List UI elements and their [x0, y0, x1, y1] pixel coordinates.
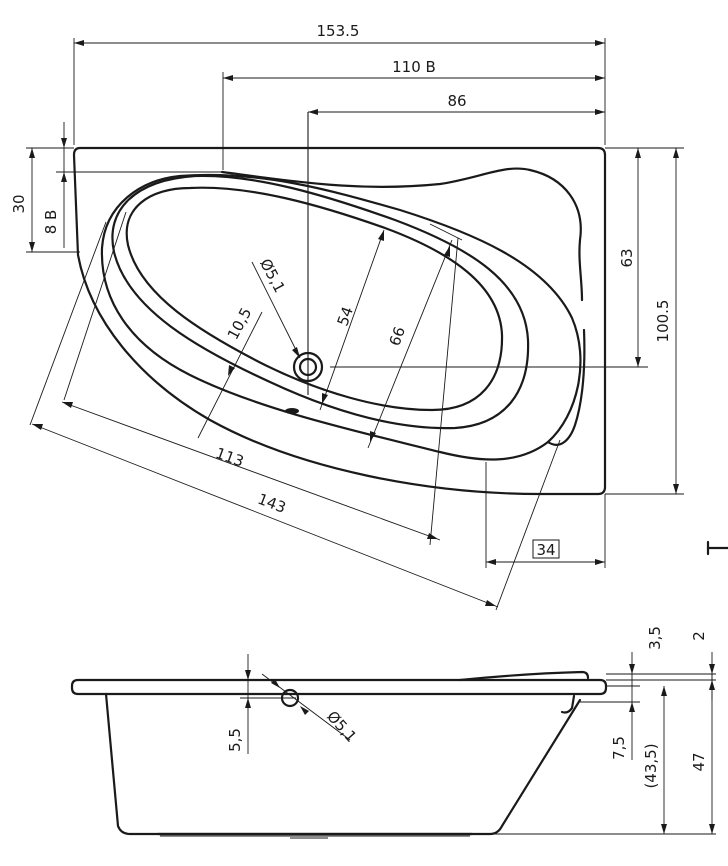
dim-drain-to-front: 63 [618, 248, 636, 267]
side-dim-inner-depth: (43,5) [642, 743, 660, 788]
side-dim-step: 7,5 [610, 736, 628, 760]
dim-inner-width: 54 [334, 304, 357, 328]
dim-drain-diameter: Ø5,1 [256, 256, 289, 296]
side-dim-drain-diameter: Ø5,1 [323, 707, 360, 746]
dim-drain-offset: 86 [447, 92, 466, 110]
side-view: Ø5,1 5,5 3,5 2 7,5 (43,5) 47 [70, 626, 716, 839]
tub-backrest-line [220, 167, 584, 302]
side-dim-drain-height: 5,5 [226, 728, 244, 752]
tub-inner-step [111, 174, 530, 430]
dim-edge-b: 8 B [42, 210, 60, 235]
dim-apron: 34 [536, 541, 555, 559]
dim-length-b: 110 B [392, 58, 436, 76]
tub-outer-basin-line [100, 173, 582, 461]
dim-outer-length: 143 [255, 490, 288, 517]
side-dim-rim-a: 3,5 [646, 626, 664, 650]
side-backrest [458, 670, 590, 682]
dim-inner-length: 113 [213, 444, 246, 471]
dim-overall-length: 153.5 [317, 22, 360, 40]
dim-outer-width: 66 [386, 324, 409, 348]
dim-depth-step: 10,5 [224, 305, 256, 343]
tub-front-shoulder [546, 328, 586, 446]
tub-inner-basin [125, 186, 504, 412]
tub-rim-outline [72, 146, 607, 496]
top-view: 153.5 110 B 86 30 8 B 63 100.5 [10, 22, 728, 611]
side-inner-line [560, 694, 576, 714]
dim-overall-width: 100.5 [654, 300, 672, 343]
dim-edge-depth: 30 [10, 194, 28, 213]
side-dim-total-height: 47 [690, 752, 708, 771]
overflow-outlet [285, 408, 299, 414]
side-rim [70, 678, 608, 696]
side-dim-rim-b: 2 [690, 631, 708, 641]
